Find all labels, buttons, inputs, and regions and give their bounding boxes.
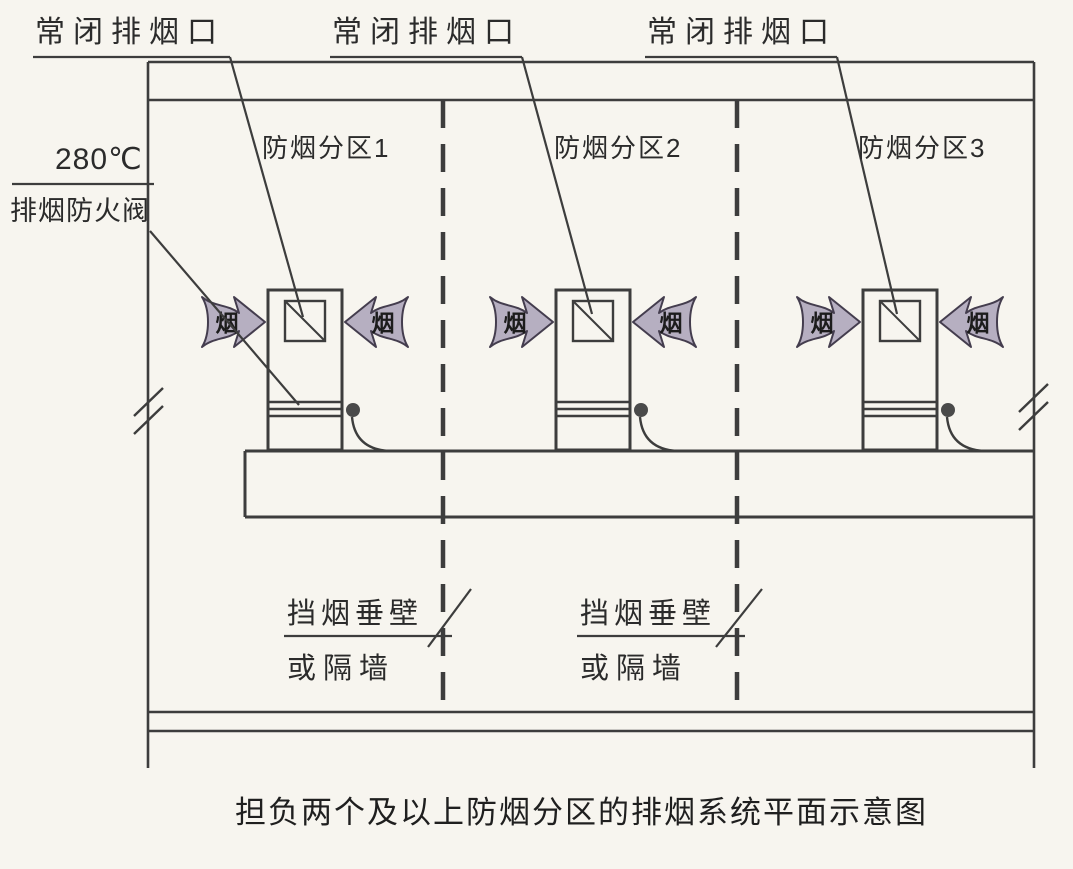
damper-connection-curve <box>350 416 390 453</box>
curtain-label-1: 挡烟垂壁 或隔墙 <box>287 598 423 687</box>
leader-lines <box>12 55 899 648</box>
vent-unit-2 <box>554 288 678 453</box>
leader-tick <box>427 588 472 648</box>
exhaust-outlet-symbol <box>283 299 327 343</box>
smoke-text: 烟 <box>967 310 990 336</box>
leader-line <box>149 230 300 406</box>
smoke-text: 烟 <box>504 310 527 336</box>
damper-actuator-dot <box>941 403 955 417</box>
vent-unit-1 <box>266 288 390 453</box>
damper-connection-curve <box>638 416 678 453</box>
zone-label-3: 防烟分区3 <box>858 133 987 163</box>
smoke-arrow-labels: 烟 烟 烟 烟 烟 烟 <box>216 310 990 336</box>
exhaust-duct <box>243 449 1034 519</box>
damper-connection-curve <box>945 416 985 453</box>
curtain-label-line2: 或隔墙 <box>287 653 396 686</box>
left-break-mark <box>133 387 164 417</box>
outlet-diagonal <box>879 300 921 342</box>
leader-line <box>228 56 305 318</box>
curtain-label-line1: 挡烟垂壁 <box>580 598 717 630</box>
zone-label-1: 防烟分区1 <box>262 133 391 163</box>
leader-tick <box>715 588 763 648</box>
wall-break-marks <box>133 383 1049 435</box>
leader-line <box>520 56 594 315</box>
diagram-title: 担负两个及以上防烟分区的排烟系统平面示意图 <box>235 795 928 830</box>
vent-label-2: 常闭排烟口 <box>332 16 522 49</box>
damper-temp-label: 280℃ <box>55 143 143 176</box>
curtain-label-line2: 或隔墙 <box>580 653 689 686</box>
zone-label-2: 防烟分区2 <box>554 133 683 163</box>
right-break-mark <box>1018 401 1049 431</box>
smoke-text: 烟 <box>811 310 834 336</box>
exhaust-outlet-symbol <box>571 299 615 343</box>
outlet-diagonal <box>572 300 614 342</box>
smoke-text: 烟 <box>372 310 395 336</box>
smoke-curtain-dashed-lines <box>440 100 740 712</box>
left-break-mark <box>133 405 164 435</box>
vent-unit-3 <box>861 288 985 453</box>
exhaust-outlet-symbol <box>878 299 922 343</box>
leader-line <box>835 56 899 315</box>
damper-name-label: 排烟防火阀 <box>10 196 150 226</box>
smoke-text: 烟 <box>216 310 239 336</box>
right-break-mark <box>1018 383 1049 413</box>
vent-body <box>266 288 344 452</box>
vent-label-1: 常闭排烟口 <box>35 16 225 49</box>
curtain-label-2: 挡烟垂壁 或隔墙 <box>580 598 716 687</box>
curtain-label-line1: 挡烟垂壁 <box>287 598 424 630</box>
vent-body <box>554 288 632 452</box>
damper-actuator-dot <box>346 403 360 417</box>
outlet-diagonal <box>284 300 326 342</box>
vent-body <box>861 288 939 452</box>
smoke-text: 烟 <box>660 310 683 336</box>
vent-label-3: 常闭排烟口 <box>647 16 837 49</box>
damper-actuator-dot <box>634 403 648 417</box>
